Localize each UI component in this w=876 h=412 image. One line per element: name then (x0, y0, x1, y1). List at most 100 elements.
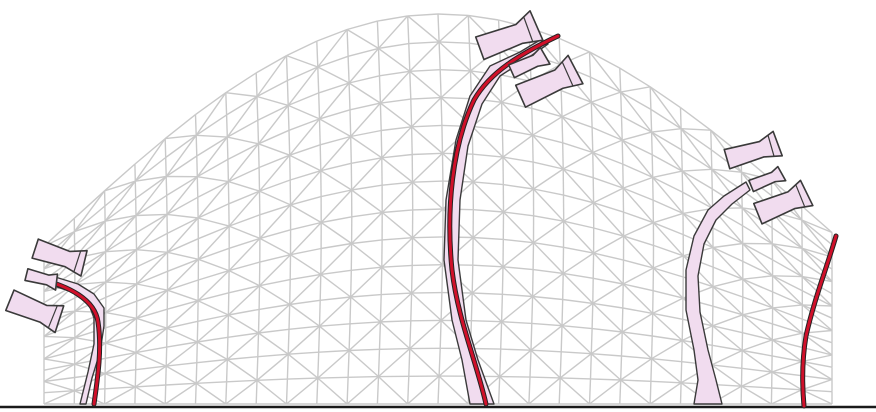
mesh-edge (136, 289, 168, 302)
mesh-edge (381, 181, 413, 213)
mesh-edge (135, 213, 168, 234)
mesh-edge (43, 310, 76, 337)
mesh-edge (320, 243, 353, 275)
mesh-edge (473, 236, 504, 241)
mesh-edge (165, 366, 167, 386)
mesh-edge (195, 382, 227, 405)
mesh-edge (196, 134, 228, 138)
mesh-edge (317, 376, 349, 379)
mesh-edge (591, 126, 623, 141)
mesh-edge (801, 375, 833, 381)
mesh-edge (196, 358, 228, 364)
mesh-edge (591, 101, 622, 117)
mesh-edge (621, 312, 654, 333)
mesh-edge (43, 390, 75, 405)
mesh-edge (500, 294, 504, 322)
mesh-edge (105, 334, 137, 344)
mesh-edge (105, 249, 137, 253)
mesh-edge (43, 358, 75, 365)
mesh-edge (408, 41, 440, 45)
mesh-edge (73, 190, 106, 219)
mesh-edge (348, 75, 380, 84)
mesh-edge (74, 266, 107, 286)
mesh-edge (227, 285, 260, 316)
mesh-edge (590, 76, 622, 93)
mesh-edge (771, 211, 803, 249)
mesh-edge (378, 47, 411, 72)
mesh-edge (620, 91, 653, 133)
mesh-edge (259, 278, 291, 287)
mesh-edge (680, 128, 713, 170)
mesh-edge (711, 364, 742, 369)
mesh-edge (289, 273, 322, 306)
mesh-edge (74, 251, 107, 286)
mesh-edge (197, 180, 229, 198)
mesh-edge (287, 66, 319, 106)
mesh-edge (104, 163, 136, 192)
mesh-edge (502, 242, 534, 268)
mesh-edge (620, 379, 651, 405)
mesh-edge (134, 138, 166, 165)
mesh-edge (532, 295, 563, 301)
mesh-edge (802, 304, 833, 319)
mesh-edge (653, 222, 684, 236)
mesh-edge (227, 314, 230, 338)
mesh-edge (712, 246, 744, 263)
mesh-edge (712, 314, 743, 327)
mesh-edge (533, 188, 564, 196)
mesh-edge (412, 264, 443, 267)
mesh-edge (622, 187, 654, 201)
mesh-edge (320, 189, 352, 198)
mesh-edge (290, 221, 322, 231)
mesh-edge (288, 130, 291, 156)
mesh-edge (105, 317, 137, 344)
mesh-edge (409, 319, 442, 350)
mesh-edge (651, 154, 683, 172)
mesh-edge (166, 217, 199, 235)
mesh-edge (289, 299, 321, 306)
mesh-edge (165, 157, 167, 177)
mesh-edge (771, 387, 802, 391)
mesh-edge (167, 258, 199, 291)
mesh-edge (652, 312, 683, 342)
mesh-edge (289, 170, 322, 206)
mesh-edge (289, 303, 320, 327)
mesh-edge (652, 170, 683, 179)
mesh-edge (259, 237, 291, 256)
mesh-edge (257, 309, 260, 334)
mesh-edge (165, 341, 198, 367)
mesh-edge (407, 376, 410, 405)
mesh-edge (772, 275, 803, 278)
mesh-edge (256, 55, 288, 97)
mesh-edge (196, 176, 199, 198)
mesh-edge (437, 13, 440, 42)
mesh-edge (471, 266, 504, 294)
mesh-edge (471, 101, 503, 127)
mesh-edge (350, 293, 382, 298)
right-tentacle (685, 130, 814, 405)
mesh-edge (346, 29, 349, 57)
left-emitter-3 (4, 289, 65, 334)
mesh-edge (559, 377, 590, 405)
mesh-edge (593, 202, 625, 237)
mesh-edge (741, 339, 773, 352)
mesh-edge (801, 378, 833, 391)
mesh-edge (104, 180, 136, 222)
mesh-edge (165, 134, 197, 159)
mesh-edge (438, 41, 471, 72)
mesh-edge (258, 303, 291, 334)
mesh-edge (532, 272, 564, 298)
mesh-edge (165, 382, 197, 386)
mesh-edge (440, 97, 443, 126)
mesh-edge (258, 328, 290, 334)
mesh-edge (592, 302, 623, 309)
mesh-edge (195, 92, 227, 136)
mesh-edge (316, 378, 319, 405)
mesh-edge (620, 86, 651, 93)
mesh-edge (742, 278, 773, 293)
mesh-edge (319, 325, 350, 352)
mesh-edge (256, 95, 289, 107)
mesh-edge (801, 219, 833, 246)
mesh-edge (256, 379, 287, 405)
mesh-edge (348, 321, 381, 352)
